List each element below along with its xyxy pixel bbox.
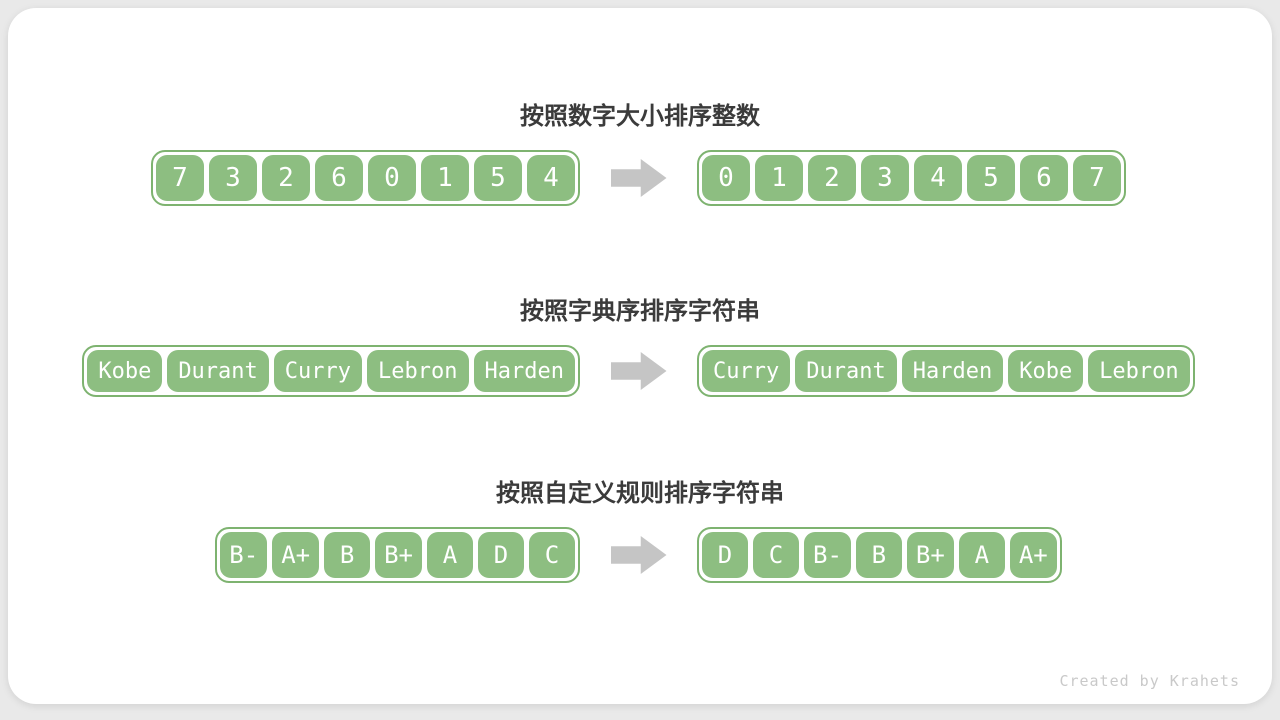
array-cell: A+ — [1009, 532, 1057, 578]
array-cell: B — [324, 532, 371, 578]
array-cell: Durant — [167, 350, 269, 392]
array-cell: Kobe — [87, 350, 163, 392]
array-cell: Curry — [702, 350, 791, 392]
arrow-slot — [580, 352, 697, 390]
array-cell: Lebron — [1088, 350, 1190, 392]
array-cell: C — [753, 532, 799, 578]
array-cell: 6 — [1020, 155, 1068, 201]
arrow-slot — [580, 536, 697, 574]
section-title: 按照字典序排序字符串 — [520, 298, 760, 325]
array-cell: Harden — [473, 350, 575, 392]
arrow-right-icon — [610, 352, 667, 390]
array-cell: 5 — [474, 155, 522, 201]
array-cell: 5 — [967, 155, 1015, 201]
array-cell: 4 — [914, 155, 962, 201]
array-cell: 1 — [755, 155, 803, 201]
array-cell: B+ — [906, 532, 954, 578]
array-cell: D — [478, 532, 524, 578]
array-cell: B- — [804, 532, 851, 578]
arrow-slot — [580, 159, 697, 197]
array-cell: 2 — [262, 155, 310, 201]
array-cell: A+ — [272, 532, 320, 578]
array-cell: 3 — [209, 155, 257, 201]
array-cell: 1 — [421, 155, 469, 201]
array-cell: D — [702, 532, 748, 578]
array-cell: Kobe — [1008, 350, 1084, 392]
array-cell: 7 — [1073, 155, 1121, 201]
array-cell: C — [529, 532, 575, 578]
section-title: 按照数字大小排序整数 — [520, 103, 760, 130]
array-cell: 4 — [527, 155, 575, 201]
array-cell: 0 — [702, 155, 750, 201]
array-cell: Durant — [795, 350, 897, 392]
array-cell: B- — [220, 532, 268, 578]
array-cell: 2 — [808, 155, 856, 201]
array-cell: B+ — [375, 532, 422, 578]
array-cell: A — [427, 532, 473, 578]
array-cell: Harden — [901, 350, 1004, 392]
array-cell: 7 — [156, 155, 204, 201]
credit-text: Created by Krahets — [1059, 672, 1240, 690]
section-title: 按照自定义规则排序字符串 — [496, 480, 784, 507]
array-cell: 6 — [315, 155, 363, 201]
arrow-right-icon — [610, 159, 667, 197]
array-cell: A — [958, 532, 1005, 578]
array-cell: Curry — [273, 350, 363, 392]
array-cell: 3 — [861, 155, 909, 201]
array-cell: B — [855, 532, 902, 578]
arrow-right-icon — [610, 536, 667, 574]
array-cell: 0 — [368, 155, 416, 201]
array-cell: Lebron — [367, 350, 469, 392]
